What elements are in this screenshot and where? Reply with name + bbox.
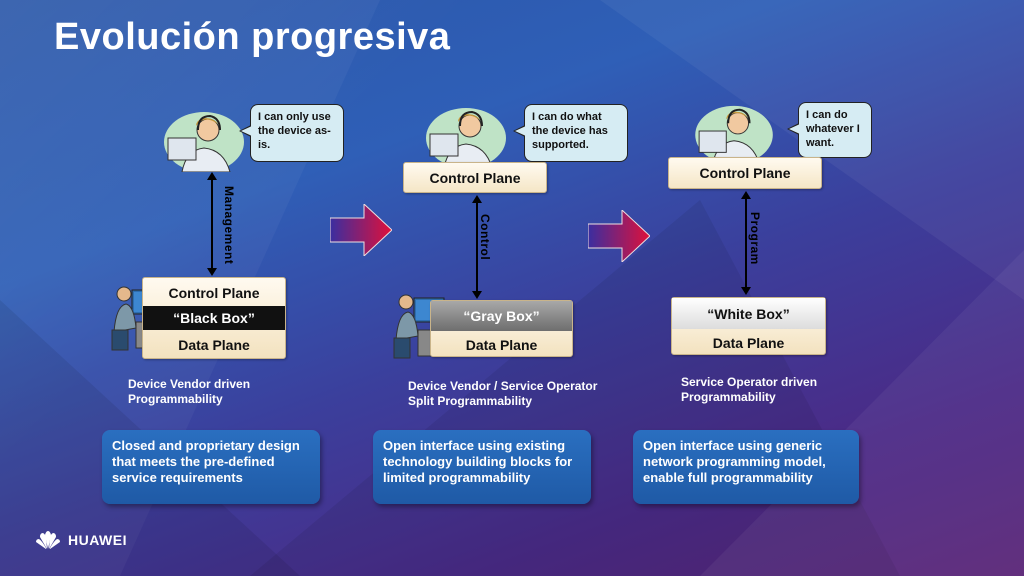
white-box-stack: “White Box” Data Plane — [671, 297, 826, 355]
column-caption: Service Operator driven Programmability — [681, 375, 818, 404]
speech-bubble: I can do what the device has supported. — [513, 104, 628, 162]
huawei-logo: HUAWEI — [34, 529, 127, 551]
page-title: Evolución progresiva — [54, 16, 451, 58]
black-box-label: “Black Box” — [143, 306, 285, 330]
black-box-stack: Control Plane “Black Box” Data Plane — [142, 277, 286, 359]
column-caption: Device Vendor / Service Operator Split P… — [408, 379, 598, 408]
control-plane-row: Control Plane — [168, 285, 260, 301]
gray-box-stack: “Gray Box” Data Plane — [430, 300, 573, 357]
logo-text: HUAWEI — [68, 532, 127, 548]
management-link — [211, 178, 213, 270]
bubble-text: I can only use the device as-is. — [258, 111, 331, 151]
program-label: Program — [748, 212, 762, 265]
progression-arrow-icon — [588, 210, 650, 262]
gray-box-label: “Gray Box” — [431, 301, 572, 331]
program-link — [745, 197, 747, 289]
arrowhead-down — [207, 268, 217, 276]
arrowhead-down — [472, 291, 482, 299]
progression-arrow-icon — [330, 204, 392, 256]
control-link — [476, 201, 478, 293]
management-label: Management — [222, 186, 236, 265]
control-plane-box: Control Plane — [403, 162, 547, 193]
control-plane-box: Control Plane — [668, 157, 822, 189]
description-panel: Closed and proprietary design that meets… — [102, 430, 320, 504]
white-box-label: “White Box” — [672, 298, 825, 329]
speech-bubble: I can only use the device as-is. — [239, 104, 344, 162]
arrowhead-up — [741, 191, 751, 199]
speech-bubble: I can do whatever I want. — [787, 102, 872, 158]
bubble-text: I can do what the device has supported. — [532, 111, 608, 151]
operator-headset-icon — [164, 112, 244, 172]
operator-headset-icon — [426, 108, 506, 168]
description-panel: Open interface using existing technology… — [373, 430, 591, 504]
huawei-petal-logo-icon — [36, 531, 60, 549]
control-label: Control — [478, 214, 492, 261]
operator-headset-icon — [695, 105, 773, 164]
arrowhead-up — [207, 172, 217, 180]
bubble-text: I can do whatever I want. — [806, 109, 860, 149]
arrowhead-down — [741, 287, 751, 295]
data-plane-row: Data Plane — [465, 336, 538, 353]
arrowhead-up — [472, 195, 482, 203]
data-plane-row: Data Plane — [712, 334, 785, 351]
data-plane-row: Data Plane — [178, 337, 250, 353]
description-panel: Open interface using generic network pro… — [633, 430, 859, 504]
column-caption: Device Vendor driven Programmability — [128, 377, 251, 406]
